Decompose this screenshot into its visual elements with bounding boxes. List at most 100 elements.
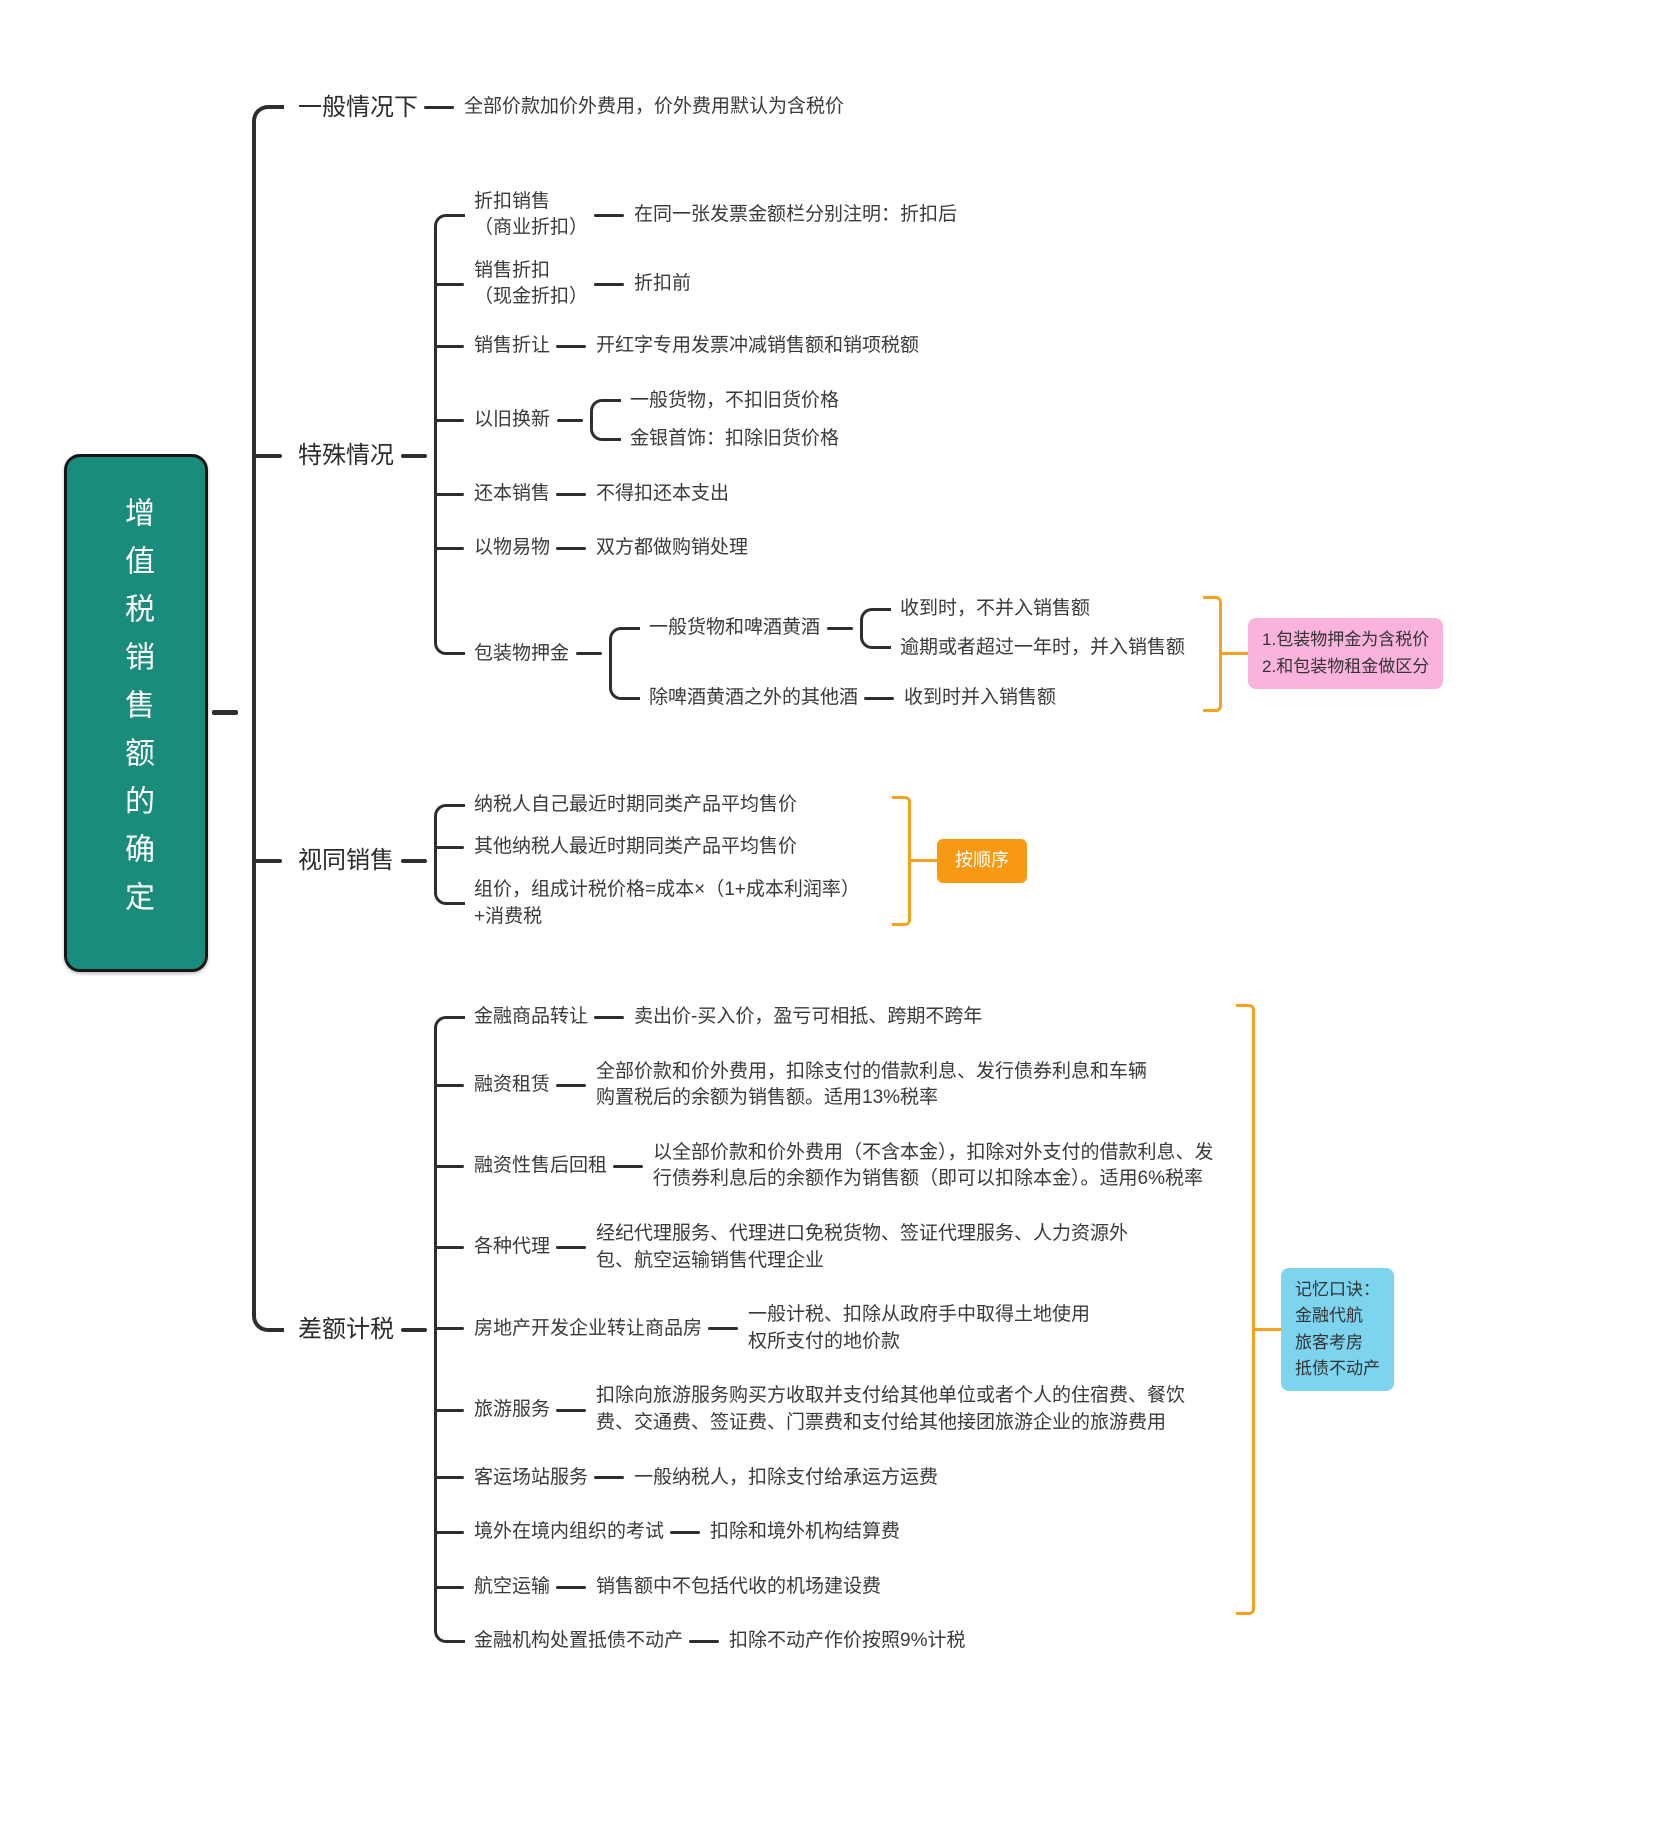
node-topic[interactable]: 组价，组成计税价格=成本×（1+成本利润率）+消费税 bbox=[474, 878, 860, 927]
branch-topic[interactable]: 视同销售 bbox=[298, 844, 427, 878]
children-group: 一般纳税人，扣除支付给承运方运费 bbox=[594, 1459, 938, 1498]
node-topic[interactable]: 不得扣还本支出 bbox=[596, 482, 730, 504]
node-row: 一般货物，不扣旧货价格 bbox=[590, 382, 840, 423]
node-row: 双方都做购销处理 bbox=[556, 529, 748, 568]
node-topic[interactable]: 一般纳税人，扣除支付给承运方运费 bbox=[634, 1466, 939, 1488]
node-row: 除啤酒黄酒之外的其他酒 收到时并入销售额 bbox=[609, 670, 1185, 724]
children-group: 全部价款和价外费用，扣除支付的借款利息、发行债券利息和车辆购置税后的余额为销售额… bbox=[556, 1053, 1156, 1118]
node-topic[interactable]: 一般货物，不扣旧货价格 bbox=[630, 389, 840, 411]
node-topic[interactable]: 经纪代理服务、代理进口免税货物、签证代理服务、人力资源外包、航空运输销售代理企业 bbox=[596, 1223, 1129, 1271]
node-topic[interactable]: 以全部价款和价外费用（不含本金），扣除对外支付的借款利息、发行债券利息后的余额作… bbox=[653, 1141, 1214, 1190]
node-topic[interactable]: 航空运输 bbox=[474, 1575, 551, 1597]
children-group: 不得扣还本支出 bbox=[556, 475, 729, 514]
children-group: 扣除不动产作价按照9%计税 bbox=[689, 1622, 965, 1661]
children-group: 一般货物和啤酒黄酒收到时，不并入销售额逾期或者超过一年时，并入销售额除啤酒黄酒之… bbox=[609, 584, 1185, 724]
node-topic[interactable]: 扣除向旅游服务购买方收取并支付给其他单位或者个人的住宿费、餐饮费、交通费、签证费… bbox=[596, 1385, 1186, 1434]
node-row: 房地产开发企业转让商品房 一般计税、扣除从政府手中取得土地使用权所支付的地价款 bbox=[434, 1288, 1218, 1370]
node-topic[interactable]: 开红字专用发票冲减销售额和销项税额 bbox=[596, 334, 920, 356]
node-row: 金银首饰：扣除旧货价格 bbox=[590, 417, 840, 459]
node-row: 金融商品转让 卖出价-买入价，盈亏可相抵、跨期不跨年 bbox=[434, 990, 1218, 1048]
children-group: 扣除向旅游服务购买方收取并支付给其他单位或者个人的住宿费、餐饮费、交通费、签证费… bbox=[556, 1377, 1208, 1442]
node-topic[interactable]: 在同一张发票金额栏分别注明：折扣后 bbox=[634, 203, 958, 225]
node-topic[interactable]: 收到时，不并入销售额 bbox=[900, 597, 1091, 619]
branch-topic[interactable]: 一般情况下 bbox=[298, 93, 418, 121]
children-group: 折扣前 bbox=[594, 265, 691, 304]
node-topic[interactable]: 卖出价-买入价，盈亏可相抵、跨期不跨年 bbox=[634, 1006, 983, 1028]
summary-note-pink[interactable]: 1.包装物押金为含税价 2.和包装物租金做区分 bbox=[1222, 618, 1444, 690]
node-topic[interactable]: 全部价款和价外费用，扣除支付的借款利息、发行债券利息和车辆购置税后的余额为销售额… bbox=[596, 1060, 1148, 1109]
node-topic[interactable]: 金融商品转让 bbox=[474, 1006, 589, 1028]
node-row: 销售额中不包括代收的机场建设费 bbox=[556, 1568, 881, 1607]
node-topic[interactable]: 折扣销售 （商业折扣） bbox=[474, 190, 589, 239]
node-row: 一般纳税人，扣除支付给承运方运费 bbox=[594, 1459, 938, 1498]
branch-topic[interactable]: 差额计税 bbox=[298, 1313, 427, 1347]
node-topic[interactable]: 销售额中不包括代收的机场建设费 bbox=[596, 1575, 882, 1597]
node-row: 航空运输 销售额中不包括代收的机场建设费 bbox=[434, 1559, 1218, 1615]
children-group: 卖出价-买入价，盈亏可相抵、跨期不跨年 bbox=[594, 998, 982, 1037]
node-topic[interactable]: 金银首饰：扣除旧货价格 bbox=[630, 428, 840, 450]
node-topic[interactable]: 逾期或者超过一年时，并入销售额 bbox=[900, 636, 1186, 658]
root-topic[interactable]: 增值税销售额的确定 bbox=[64, 453, 238, 972]
node-topic[interactable]: 金融机构处置抵债不动产 bbox=[474, 1630, 684, 1652]
node-topic[interactable]: 双方都做购销处理 bbox=[596, 537, 749, 559]
node-topic[interactable]: 其他纳税人最近时期同类产品平均售价 bbox=[474, 836, 798, 858]
node-row: 经纪代理服务、代理进口免税货物、签证代理服务、人力资源外包、航空运输销售代理企业 bbox=[556, 1215, 1161, 1280]
summary-note-blue[interactable]: 记忆口诀： 金融代航 旅客考房 抵债不动产 bbox=[1255, 1267, 1395, 1392]
node-row: 以物易物 双方都做购销处理 bbox=[434, 521, 1443, 576]
node-topic[interactable]: 以旧换新 bbox=[474, 407, 584, 434]
node-topic[interactable]: 除啤酒黄酒之外的其他酒 bbox=[649, 687, 859, 709]
node-row: 折扣前 bbox=[594, 265, 691, 304]
node-row: 融资性售后回租 以全部价款和价外费用（不含本金），扣除对外支付的借款利息、发行债券… bbox=[434, 1125, 1218, 1208]
node-row: 扣除和境外机构结算费 bbox=[670, 1513, 900, 1552]
node-topic[interactable]: 客运场站服务 bbox=[474, 1466, 589, 1488]
children-group: 双方都做购销处理 bbox=[556, 529, 748, 568]
children-group: 纳税人自己最近时期同类产品平均售价其他纳税人最近时期同类产品平均售价组价，组成计… bbox=[434, 784, 874, 938]
node-topic[interactable]: 折扣前 bbox=[634, 273, 692, 295]
node-topic[interactable]: 扣除和境外机构结算费 bbox=[710, 1521, 901, 1543]
node-row: 销售折让 开红字专用发票冲减销售额和销项税额 bbox=[434, 318, 1443, 374]
node-row: 客运场站服务 一般纳税人，扣除支付给承运方运费 bbox=[434, 1450, 1218, 1506]
node-topic[interactable]: 收到时并入销售额 bbox=[904, 687, 1057, 709]
node-row: 各种代理 经纪代理服务、代理进口免税货物、签证代理服务、人力资源外包、航空运输销售… bbox=[434, 1207, 1218, 1289]
children-group: 开红字专用发票冲减销售额和销项税额 bbox=[556, 327, 919, 366]
node-topic[interactable]: 房地产开发企业转让商品房 bbox=[474, 1317, 703, 1339]
node-row: 以全部价款和价外费用（不含本金），扣除对外支付的借款利息、发行债券利息后的余额作… bbox=[613, 1134, 1218, 1199]
node-topic[interactable]: 全部价款加价外费用，价外费用默认为含税价 bbox=[464, 96, 845, 117]
node-row: 境外在境内组织的考试 扣除和境外机构结算费 bbox=[434, 1505, 1218, 1560]
node-topic[interactable]: 还本销售 bbox=[474, 482, 551, 504]
node-row: 一般货物和啤酒黄酒收到时，不并入销售额逾期或者超过一年时，并入销售额 bbox=[609, 584, 1185, 677]
node-row: 收到时，不并入销售额 bbox=[860, 590, 1185, 632]
node-topic[interactable]: 销售折扣 （现金折扣） bbox=[474, 259, 589, 308]
node-topic[interactable]: 以物易物 bbox=[474, 537, 551, 559]
node-topic[interactable]: 纳税人自己最近时期同类产品平均售价 bbox=[474, 793, 798, 815]
children-group: 销售额中不包括代收的机场建设费 bbox=[556, 1568, 881, 1607]
children-group: 金融商品转让 卖出价-买入价，盈亏可相抵、跨期不跨年融资租赁 全部价款和价外费用，扣… bbox=[434, 990, 1218, 1669]
node-row: 开红字专用发票冲减销售额和销项税额 bbox=[556, 327, 919, 366]
node-topic[interactable]: 各种代理 bbox=[474, 1236, 551, 1258]
children-group: 全部价款加价外费用，价外费用默认为含税价 bbox=[424, 86, 844, 129]
node-topic[interactable]: 融资租赁 bbox=[474, 1073, 551, 1095]
children-group: 一般货物，不扣旧货价格金银首饰：扣除旧货价格 bbox=[590, 382, 839, 459]
node-row: 卖出价-买入价，盈亏可相抵、跨期不跨年 bbox=[594, 998, 982, 1037]
node-topic[interactable]: 境外在境内组织的考试 bbox=[474, 1521, 665, 1543]
branch-topic[interactable]: 特殊情况 bbox=[298, 439, 427, 473]
node-row: 视同销售纳税人自己最近时期同类产品平均售价其他纳税人最近时期同类产品平均售价组价… bbox=[252, 757, 1443, 965]
node-row: 其他纳税人最近时期同类产品平均售价 bbox=[434, 826, 874, 869]
node-topic[interactable]: 一般货物和啤酒黄酒 bbox=[649, 615, 854, 642]
children-group: 折扣销售 （商业折扣） 在同一张发票金额栏分别注明：折扣后销售折扣 （现金折扣） 折… bbox=[434, 181, 1444, 732]
summary-bracket bbox=[1236, 1004, 1256, 1615]
node-row: 不得扣还本支出 bbox=[556, 475, 729, 514]
node-topic[interactable]: 扣除不动产作价按照9%计税 bbox=[729, 1630, 966, 1652]
node-topic[interactable]: 一般计税、扣除从政府手中取得土地使用权所支付的地价款 bbox=[748, 1304, 1091, 1352]
summary-note-orange[interactable]: 按顺序 bbox=[911, 838, 1027, 883]
node-topic[interactable]: 销售折让 bbox=[474, 334, 551, 356]
node-topic[interactable]: 旅游服务 bbox=[474, 1398, 551, 1420]
node-row: 纳税人自己最近时期同类产品平均售价 bbox=[434, 784, 874, 829]
children-group: 收到时，不并入销售额逾期或者超过一年时，并入销售额 bbox=[860, 590, 1185, 667]
node-row: 一般计税、扣除从政府手中取得土地使用权所支付的地价款 bbox=[708, 1296, 1093, 1361]
node-row: 组价，组成计税价格=成本×（1+成本利润率）+消费税 bbox=[434, 865, 874, 938]
node-topic[interactable]: 融资性售后回租 bbox=[474, 1155, 608, 1177]
children-group: 扣除和境外机构结算费 bbox=[670, 1513, 900, 1552]
node-topic[interactable]: 包装物押金 bbox=[474, 641, 603, 668]
